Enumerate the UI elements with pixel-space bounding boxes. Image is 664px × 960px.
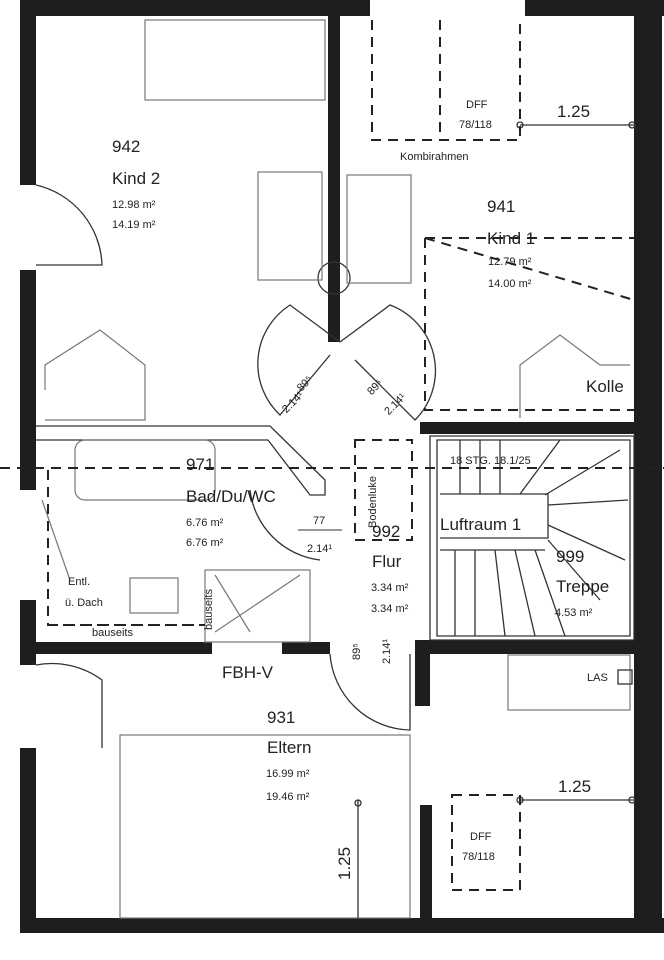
- walls: [20, 0, 664, 933]
- kolle-label: Kolle: [586, 377, 624, 396]
- room-area2-bad: 6.76 m²: [186, 537, 224, 549]
- room-name-treppe: Treppe: [556, 577, 609, 596]
- dff-label: DFF: [466, 99, 488, 111]
- room-area-flur: 3.34 m²: [371, 582, 409, 594]
- las-label: LAS: [587, 672, 608, 684]
- door-width-4: 89⁵: [351, 643, 363, 660]
- door-width-2: 89⁵: [365, 377, 385, 397]
- room-number-kind2: 942: [112, 137, 140, 156]
- fbh-label: FBH-V: [222, 663, 274, 682]
- room-name-kind2: Kind 2: [112, 169, 160, 188]
- room-area-kind2: 12.98 m²: [112, 199, 156, 211]
- room-area-eltern: 16.99 m²: [266, 768, 310, 780]
- room-area-treppe: 4.53 m²: [555, 607, 593, 619]
- room-area2-flur: 3.34 m²: [371, 603, 409, 615]
- bauseits-label: bauseits: [92, 627, 133, 639]
- entl-label-2: ü. Dach: [65, 597, 103, 609]
- dff-label-2: DFF: [470, 831, 492, 843]
- room-number-eltern: 931: [267, 708, 295, 727]
- room-area2-kind2: 14.19 m²: [112, 219, 156, 231]
- bodenluke-label: Bodenluke: [367, 476, 379, 528]
- room-area2-eltern: 19.46 m²: [266, 791, 310, 803]
- room-name-kind1: Kind 1: [487, 229, 535, 248]
- room-area-bad: 6.76 m²: [186, 517, 224, 529]
- door-width-3: 77: [313, 515, 325, 527]
- kombirahmen-label: Kombirahmen: [400, 151, 468, 163]
- luftraum-label: Luftraum 1: [440, 515, 521, 534]
- dff-size-2: 78/118: [462, 851, 495, 863]
- room-number-kind1: 941: [487, 197, 515, 216]
- bauseits-label-2: bauseits: [203, 589, 215, 630]
- room-number-flur: 992: [372, 522, 400, 541]
- room-number-treppe: 999: [556, 547, 584, 566]
- dimension-top: 1.25: [557, 102, 590, 121]
- room-name-eltern: Eltern: [267, 738, 311, 757]
- door-height-2: 2.14¹: [382, 391, 408, 417]
- entl-label: Entl.: [68, 576, 90, 588]
- door-height-4: 2.14¹: [381, 639, 393, 664]
- interior-lines: [0, 19, 664, 919]
- door-height-3: 2.14¹: [307, 543, 332, 555]
- dimension-vertical: 1.25: [335, 847, 354, 880]
- stairs-label: 18 STG. 18.1/25: [450, 455, 531, 467]
- dimension-right-bottom: 1.25: [558, 777, 591, 796]
- room-name-flur: Flur: [372, 552, 402, 571]
- room-area2-kind1: 14.00 m²: [488, 278, 532, 290]
- room-name-bad: Bad/Du/WC: [186, 487, 276, 506]
- dff-size: 78/118: [459, 119, 492, 131]
- room-area-kind1: 12.79 m²: [488, 256, 532, 268]
- room-number-bad: 971: [186, 455, 214, 474]
